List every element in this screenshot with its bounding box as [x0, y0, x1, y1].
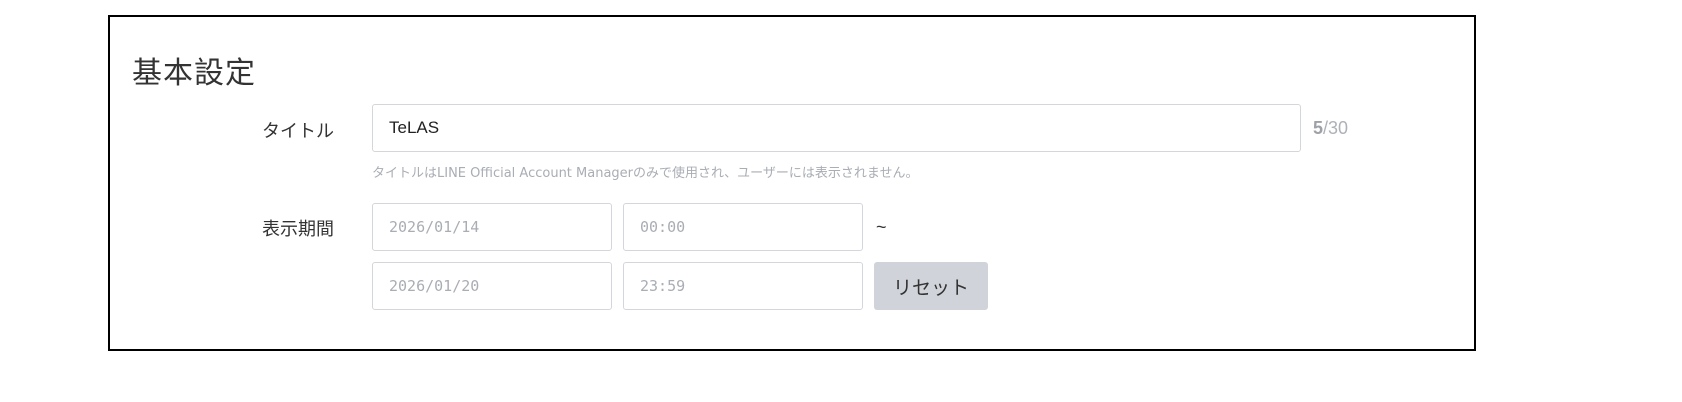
- counter-current: 5: [1313, 118, 1324, 138]
- counter-max: /30: [1323, 118, 1349, 138]
- end-date-value: 2026/01/20: [389, 277, 480, 295]
- title-char-counter: 5/30: [1313, 118, 1348, 139]
- end-time-value: 23:59: [640, 277, 686, 295]
- reset-button[interactable]: リセット: [874, 262, 988, 310]
- title-label: タイトル: [262, 121, 334, 142]
- start-date-input[interactable]: 2026/01/14: [372, 203, 612, 251]
- section-title: 基本設定: [132, 56, 256, 91]
- start-time-value: 00:00: [640, 218, 686, 236]
- basic-settings-panel: 基本設定 タイトル TeLAS 5/30 タイトルはLINE Official …: [108, 15, 1476, 351]
- display-period-label: 表示期間: [262, 219, 334, 240]
- period-separator: ~: [876, 217, 887, 237]
- end-time-input[interactable]: 23:59: [623, 262, 863, 310]
- start-time-input[interactable]: 00:00: [623, 203, 863, 251]
- title-input[interactable]: TeLAS: [372, 104, 1301, 152]
- title-input-value: TeLAS: [389, 118, 440, 137]
- title-help-text: タイトルはLINE Official Account Managerのみで使用さ…: [372, 166, 919, 181]
- start-date-value: 2026/01/14: [389, 218, 480, 236]
- end-date-input[interactable]: 2026/01/20: [372, 262, 612, 310]
